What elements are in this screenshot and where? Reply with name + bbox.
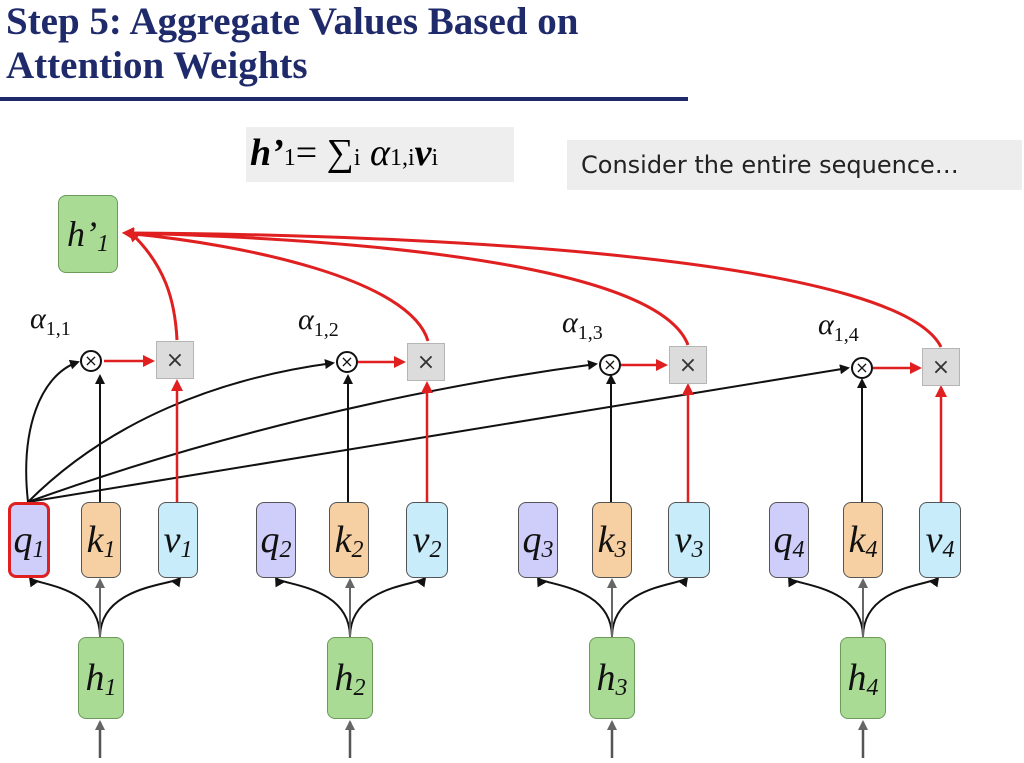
output-label: h’ bbox=[67, 214, 97, 254]
note-text: Consider the entire sequence… bbox=[581, 151, 959, 179]
title-underline bbox=[0, 97, 688, 101]
slide-title: Step 5: Aggregate Values Based on Attent… bbox=[6, 0, 578, 88]
formula-background bbox=[246, 127, 514, 182]
value-arrows bbox=[171, 379, 947, 502]
title-line-2: Attention Weights bbox=[6, 44, 308, 87]
formula-v: v bbox=[414, 132, 432, 174]
formula-lhs: h’ bbox=[250, 132, 284, 174]
alpha-1-4: α1,4 bbox=[818, 308, 859, 346]
alpha-1-3: α1,3 bbox=[562, 306, 603, 344]
dot-product-icon: × bbox=[851, 357, 873, 379]
dot-product-icon: × bbox=[599, 354, 621, 376]
title-line-1: Step 5: Aggregate Values Based on bbox=[6, 0, 579, 43]
multiply-node: × bbox=[922, 348, 960, 386]
output-h1-node: h’1 bbox=[58, 195, 118, 273]
formula-eq-sum: = ∑ bbox=[295, 132, 354, 174]
formula-lhs-sub: 1 bbox=[283, 145, 296, 171]
key-arrows bbox=[95, 374, 867, 502]
multiply-node: × bbox=[407, 343, 445, 381]
formula-alpha-sub: 1,i bbox=[389, 145, 415, 171]
weight-arrows bbox=[104, 355, 922, 374]
input-arrows bbox=[95, 720, 868, 758]
formula-v-sub: i bbox=[431, 145, 439, 171]
alpha-1-1: α1,1 bbox=[30, 302, 71, 340]
aggregate-arrows bbox=[122, 227, 943, 348]
query-arrows bbox=[25, 359, 850, 503]
formula: h’1= ∑i α1,ivi bbox=[250, 131, 438, 175]
note-background bbox=[567, 140, 1022, 190]
multiply-node: × bbox=[156, 341, 194, 379]
formula-alpha: α bbox=[370, 132, 390, 174]
formula-sum-sub: i bbox=[353, 145, 361, 171]
dot-product-icon: × bbox=[336, 351, 358, 373]
output-sub: 1 bbox=[97, 230, 109, 257]
projection-arrows bbox=[28, 576, 940, 638]
alpha-1-2: α1,2 bbox=[298, 303, 339, 341]
dot-product-icon: × bbox=[80, 350, 102, 372]
multiply-node: × bbox=[669, 346, 707, 384]
